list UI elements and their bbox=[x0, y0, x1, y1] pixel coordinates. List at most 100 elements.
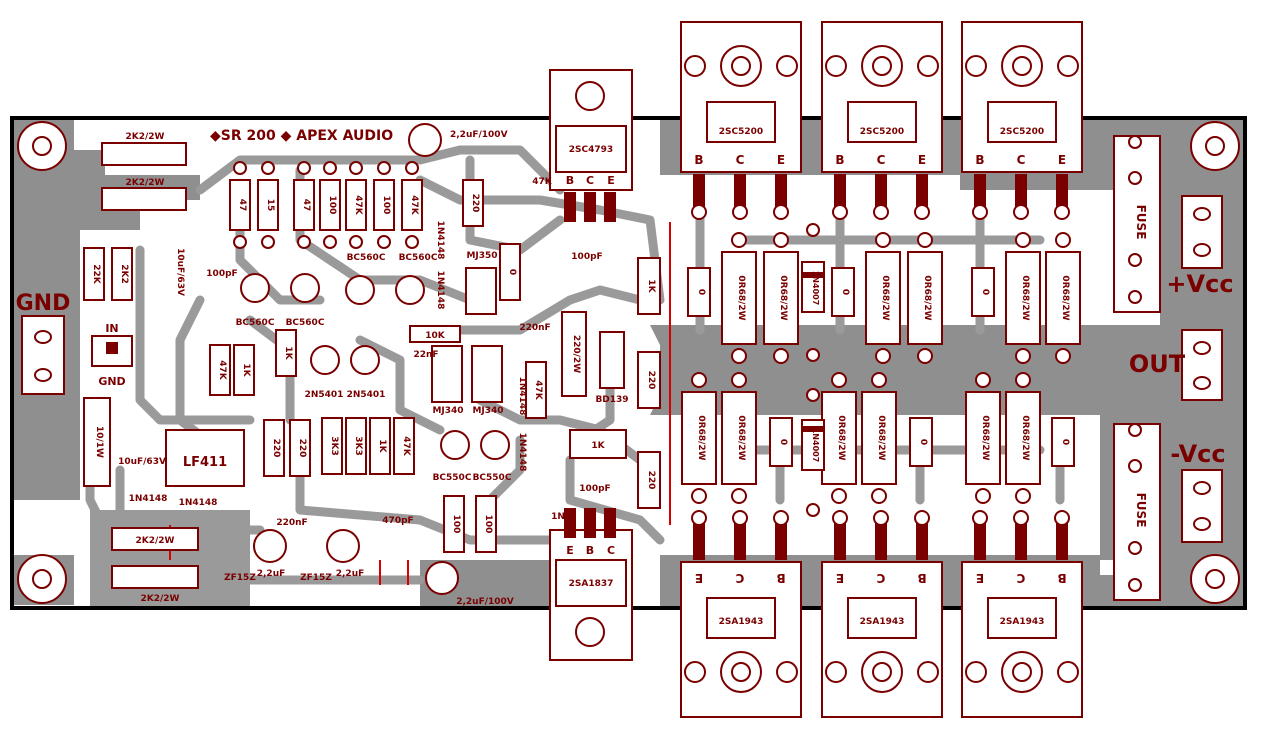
resistor-zero-label: 0 bbox=[1060, 439, 1070, 445]
label-gnd: GND bbox=[16, 291, 71, 316]
pnp-pin-c: C bbox=[1016, 571, 1025, 585]
r-47k-e: 47K bbox=[533, 380, 543, 401]
r-220-c: 220 bbox=[297, 439, 307, 458]
diode-1n4007-top: 1N4007 bbox=[801, 223, 825, 362]
r-220-b: 220 bbox=[271, 439, 281, 458]
emitter-resistor: 0R68/2W bbox=[1045, 232, 1081, 364]
r-220-e: 220 bbox=[646, 471, 656, 490]
mj340-b: MJ340 bbox=[472, 406, 503, 416]
fuse-bottom: FUSE bbox=[1113, 423, 1161, 601]
emitter-resistor: 0R68/2W bbox=[1005, 232, 1041, 364]
resistor-zero: 0 bbox=[909, 417, 933, 467]
r-0-a: 0 bbox=[507, 269, 517, 275]
r-47k-c: 47K bbox=[217, 360, 227, 381]
npn-pin-c: C bbox=[1017, 153, 1026, 167]
bc550c-2: BC550C bbox=[473, 473, 512, 483]
bc560c-3: BC560C bbox=[347, 253, 386, 263]
r-2k2-bot: 2K2/2W bbox=[136, 536, 175, 546]
resistor-zero-label: 0 bbox=[696, 289, 706, 295]
npn-pin-c: C bbox=[736, 153, 745, 167]
emitter-resistor: 0R68/2W bbox=[763, 232, 799, 364]
driver-pnp-res-label: 1N bbox=[551, 512, 565, 522]
emitter-resistor-label: 0R68/2W bbox=[836, 415, 846, 460]
emitter-resistor-label: 0R68/2W bbox=[736, 415, 746, 460]
small-resistor-label: 15 bbox=[265, 199, 275, 212]
small-resistor: 47K bbox=[401, 161, 423, 249]
small-resistors-top: 47 15 47 100 47K 100 47K bbox=[229, 161, 423, 249]
emitter-resistor: 0R68/2W bbox=[865, 232, 901, 364]
zf15z-b: ZF15Z bbox=[300, 573, 332, 583]
emitter-resistor-label: 0R68/2W bbox=[922, 275, 932, 320]
diode-1n4007-bottom: 1N4007 bbox=[801, 388, 825, 517]
pnp-output-label: 2SA1943 bbox=[719, 617, 764, 627]
driver-npn: 2SC4793 B C E 47K bbox=[532, 69, 633, 222]
pnp-pin-e: E bbox=[976, 571, 984, 585]
npn-pin-e: E bbox=[1058, 153, 1066, 167]
c-100pf-bot: 100pF bbox=[579, 484, 610, 494]
diode-1n4007-bottom-label: 1N4007 bbox=[811, 428, 820, 463]
driver-pnp-pin-c: C bbox=[607, 544, 615, 557]
d-1n4148-e: 1N4148 bbox=[129, 494, 168, 504]
zf15z-a: ZF15Z bbox=[224, 573, 256, 583]
driver-npn-label: 2SC4793 bbox=[569, 145, 613, 155]
pnp-pin-b: B bbox=[1057, 571, 1066, 585]
emitter-resistor-label: 0R68/2W bbox=[1060, 275, 1070, 320]
small-resistor-label: 47 bbox=[237, 199, 247, 212]
small-resistor: 100 bbox=[319, 161, 341, 249]
r-47k-d: 47K bbox=[401, 436, 411, 457]
r-1k-e: 1K bbox=[377, 439, 387, 453]
npn-output-label: 2SC5200 bbox=[1000, 127, 1044, 137]
npn-pin-e: E bbox=[918, 153, 926, 167]
driver-pnp-pin-e: E bbox=[566, 544, 574, 557]
small-resistor: 15 bbox=[257, 161, 279, 249]
r-220-2w: 220/2W bbox=[571, 335, 581, 373]
d-1n4148-c: 1N4148 bbox=[517, 377, 527, 416]
small-resistor: 47K bbox=[345, 161, 367, 249]
component-labels: 2K2/2W 2K2/2W 22K 2K2 10uF/63V 10uF/63V … bbox=[83, 132, 661, 607]
c-22nf: 22nF bbox=[413, 350, 438, 360]
fuse-bottom-label: FUSE bbox=[1134, 493, 1148, 528]
c-220nf-b: 220nF bbox=[276, 518, 307, 528]
diode-1n4007-top-label: 1N4007 bbox=[811, 271, 820, 306]
emitter-resistor: 0R68/2W bbox=[821, 372, 857, 504]
npn-pin-b: B bbox=[835, 153, 844, 167]
small-resistor-label: 47K bbox=[409, 195, 419, 216]
emitter-resistor-label: 0R68/2W bbox=[778, 275, 788, 320]
d-1n4148-b: 1N4148 bbox=[435, 271, 445, 310]
resistor-zero: 0 bbox=[687, 267, 711, 317]
small-resistor: 100 bbox=[373, 161, 395, 249]
d-1n4148-f: 1N4148 bbox=[179, 498, 218, 508]
board-title: ◆SR 200 ◆ APEX AUDIO bbox=[210, 128, 393, 144]
r-220-d: 220 bbox=[646, 371, 656, 390]
r-220-top: 220 bbox=[470, 194, 480, 213]
label-vcc-neg: -Vcc bbox=[1170, 440, 1225, 468]
small-resistor-label: 47K bbox=[353, 195, 363, 216]
r-100-d: 100 bbox=[483, 515, 493, 534]
driver-pnp-pin-b: B bbox=[586, 544, 594, 557]
emitter-resistor: 0R68/2W bbox=[907, 232, 943, 364]
bc560c-1: BC560C bbox=[236, 318, 275, 328]
lf411: LF411 bbox=[183, 455, 227, 470]
c-100pf: 100pF bbox=[206, 269, 237, 279]
emitter-resistor: 0R68/2W bbox=[721, 232, 757, 364]
r-3k3-b: 3K3 bbox=[353, 436, 363, 456]
label-vcc-pos: +Vcc bbox=[1166, 270, 1233, 298]
resistor-zero-label: 0 bbox=[980, 289, 990, 295]
resistor-zero-label: 0 bbox=[840, 289, 850, 295]
emitter-resistors: 0R68/2W 0R68/2W 0R68/2W 0R68/2W 0R68/2W 0R68/… bbox=[681, 232, 1081, 504]
pnp-output-label: 2SA1943 bbox=[1000, 617, 1045, 627]
r-3k3: 3K3 bbox=[329, 436, 339, 456]
r-2k2-top2: 2K2/2W bbox=[126, 178, 165, 188]
resistor-zero-label: 0 bbox=[918, 439, 928, 445]
d-1n4148-a: 1N4148 bbox=[435, 221, 445, 260]
emitter-resistor-label: 0R68/2W bbox=[1020, 275, 1030, 320]
small-resistor-label: 47 bbox=[301, 199, 311, 212]
top-cap-label: 2,2uF/100V bbox=[450, 130, 508, 140]
r-22k: 22K bbox=[91, 264, 101, 285]
emitter-resistor: 0R68/2W bbox=[965, 372, 1001, 504]
